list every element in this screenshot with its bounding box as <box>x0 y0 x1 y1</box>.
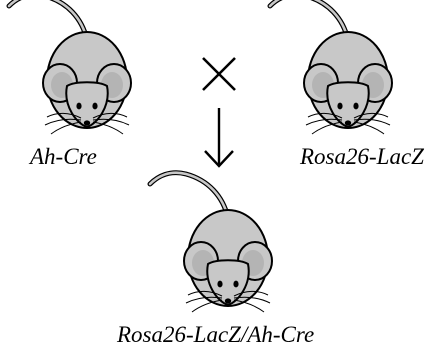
cross-icon <box>203 58 235 90</box>
mouse-left-icon <box>9 0 131 134</box>
left-parent-label: Ah-Cre <box>30 145 97 168</box>
mouse-offspring-icon <box>150 173 272 312</box>
arrow-down-icon <box>205 108 233 166</box>
right-parent-label: Rosa26-LacZ <box>300 145 424 168</box>
offspring-label: Rosa26-LacZ/Ah-Cre <box>117 323 314 346</box>
mouse-right-icon <box>270 0 392 134</box>
